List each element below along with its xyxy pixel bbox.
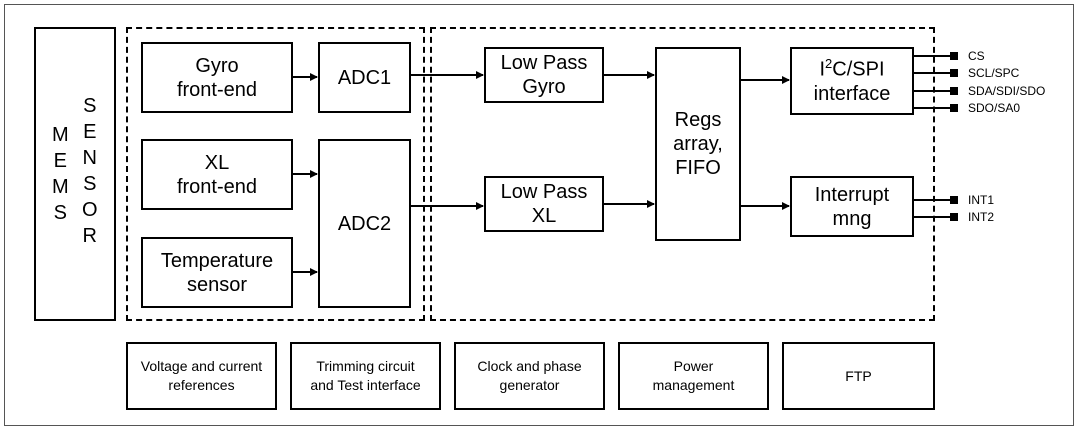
block-label: Clock and phase [477,358,582,375]
sensor-letter: N [82,147,97,169]
sensor-letter: O [82,199,98,221]
block-label: ADC1 [337,66,392,89]
i2c-suffix: C/SPI [832,58,885,81]
block-label: XL [204,151,230,174]
sensor-letter: S [83,173,97,195]
sensor-letters: S E N S O R [82,93,98,249]
block-label: FIFO [675,157,721,179]
mems-letter: M [52,176,69,198]
pin-label-cs: CS [968,49,985,63]
i2c-spi-interface-block: I2C/SPI interface [790,47,914,115]
i2c-superscript: 2 [825,56,833,72]
block-label: mng [832,207,872,230]
block-label: generator [499,377,560,393]
block-label: Regs [674,109,722,131]
block-label: front-end [176,175,258,198]
block-label: Temperature [160,249,274,272]
block-label: FTP [845,367,872,384]
block-label: I2C/SPI [819,56,884,82]
block-label: ADC2 [337,212,392,235]
voltage-references-block: Voltage and current references [126,342,277,410]
lowpass-xl-block: Low Pass XL [484,176,604,232]
gyro-frontend-block: Gyro front-end [141,42,293,113]
sensor-letter: R [82,225,97,247]
diagram-frame [4,4,1074,426]
block-label: Low Pass [500,181,588,203]
pin-square-int2 [950,213,958,221]
block-label: Voltage and current [140,358,263,375]
block-label: interface [813,82,891,105]
pin-label-scl: SCL/SPC [968,66,1020,80]
block-label: management [652,377,735,393]
block-label: Gyro [195,54,239,77]
pin-square-sdo [950,104,958,112]
i2c-prefix: I [819,58,826,81]
block-label: and Test interface [310,377,421,393]
adc2-block: ADC2 [318,139,411,308]
block-label: sensor [186,273,248,296]
digital-group [430,27,935,321]
block-label: Low Pass [500,52,588,74]
mems-letter: E [53,150,67,172]
interrupt-mng-block: Interrupt mng [790,176,914,237]
pin-label-sda: SDA/SDI/SDO [968,84,1046,98]
block-label: XL [531,205,557,227]
temperature-sensor-block: Temperature sensor [141,237,293,308]
mems-letter: M [52,124,69,146]
adc1-block: ADC1 [318,42,411,113]
block-label: Gyro [522,76,566,98]
mems-sensor-block: M E M S S E N S O R [34,27,116,321]
pin-label-int2: INT2 [968,210,995,224]
block-label: Power [673,358,714,375]
block-label: Trimming circuit [316,358,415,375]
pin-label-int1: INT1 [968,193,995,207]
block-label: references [168,377,235,393]
block-label: array, [673,133,723,155]
analog-group [126,27,425,321]
lowpass-gyro-block: Low Pass Gyro [484,47,604,103]
pin-square-cs [950,52,958,60]
block-label: front-end [176,78,258,101]
xl-frontend-block: XL front-end [141,139,293,210]
mems-letter: S [53,202,67,224]
pin-square-scl [950,69,958,77]
pin-label-sdo: SDO/SA0 [968,101,1021,115]
pin-square-int1 [950,196,958,204]
power-management-block: Power management [618,342,769,410]
regs-fifo-block: Regs array, FIFO [655,47,741,241]
clock-generator-block: Clock and phase generator [454,342,605,410]
mems-letters: M E M S [52,122,69,226]
block-label: Interrupt [814,183,890,206]
pin-square-sda [950,87,958,95]
ftp-block: FTP [782,342,935,410]
sensor-letter: E [83,121,97,143]
sensor-letter: S [83,95,97,117]
trimming-circuit-block: Trimming circuit and Test interface [290,342,441,410]
